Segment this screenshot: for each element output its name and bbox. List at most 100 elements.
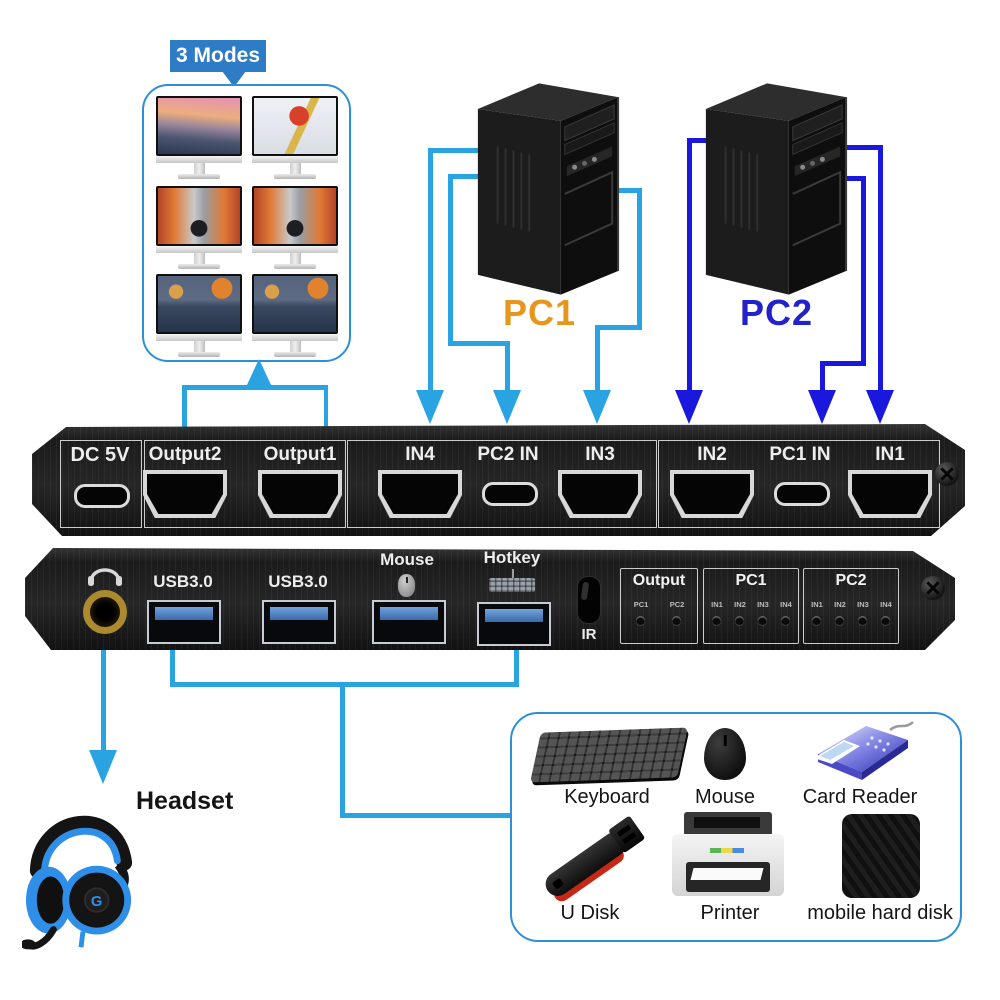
- svg-text:G: G: [91, 894, 102, 910]
- monitor-snowboarder: [252, 96, 338, 179]
- headset-label: Headset: [136, 787, 234, 815]
- cable-pc2-f-v2: [820, 361, 825, 392]
- card-reader-label: Card Reader: [802, 786, 918, 808]
- usb-bracket-stem: [340, 682, 345, 817]
- led-indicator: [758, 616, 767, 625]
- rear-screw-icon: [935, 462, 959, 486]
- led-group-pc2-title: PC2: [835, 572, 867, 589]
- in4-hdmi-port: [378, 470, 462, 518]
- cable-jack-to-headset: [101, 650, 106, 752]
- output1-label: Output1: [263, 444, 337, 465]
- cable-pc1-a-v: [428, 148, 433, 392]
- cable-pc1-b-v2: [505, 341, 510, 393]
- ir-receiver: [577, 576, 601, 624]
- usb3-label-1: USB3.0: [153, 572, 213, 591]
- pc2-label: PC2: [740, 292, 814, 333]
- pc1-tower: [477, 83, 620, 295]
- rear-section-dc: [60, 440, 142, 528]
- keyboard-icon: [489, 578, 535, 592]
- led-indicator: [781, 616, 790, 625]
- cable-pc2-e-h: [838, 145, 883, 150]
- pc2in-usbc-port: [482, 482, 538, 506]
- outputs-bracket-horizontal: [182, 385, 328, 390]
- led-indicator: [835, 616, 844, 625]
- in3-hdmi-port: [558, 470, 642, 518]
- led-label: PC2: [669, 600, 685, 609]
- printer-label: Printer: [700, 902, 760, 924]
- in1-label: IN1: [875, 444, 905, 465]
- led-indicator: [672, 616, 681, 625]
- dc5v-usbc-port: [74, 484, 130, 508]
- in3-label: IN3: [585, 444, 615, 465]
- monitor-screen: [252, 274, 338, 334]
- cable-pc1-to-in4-arrow-icon: [416, 390, 444, 424]
- mouse-usb-port: [372, 600, 446, 644]
- led-label: IN3: [757, 600, 769, 609]
- monitor-screen: [252, 186, 338, 246]
- in4-label: IN4: [405, 444, 435, 465]
- output2-label: Output2: [148, 444, 222, 465]
- in2-label: IN2: [697, 444, 727, 465]
- mobile-hard-disk-label: mobile hard disk: [807, 902, 953, 924]
- monitor-screen: [156, 186, 242, 246]
- outputs-bracket-right: [323, 385, 328, 428]
- monitor-screen: [252, 96, 338, 156]
- mouse-label: Mouse: [694, 786, 756, 808]
- led-indicator: [881, 616, 890, 625]
- rear-section-in34: [347, 440, 657, 528]
- cable-pc1-b-v1: [448, 174, 453, 346]
- led-label: IN4: [780, 600, 792, 609]
- usb3-port-2: [262, 600, 336, 644]
- led-label: IN3: [857, 600, 869, 609]
- led-group-output-title: Output: [632, 572, 686, 589]
- accessories-box: Keyboard Mouse Card Reader: [510, 712, 962, 942]
- led-label: IN1: [811, 600, 823, 609]
- led-indicator: [812, 616, 821, 625]
- cable-pc2-f-h1: [836, 176, 866, 181]
- outputs-bracket-left: [182, 385, 187, 428]
- hotkey-usb-port: [477, 602, 551, 646]
- led-group-pc1: PC1 IN1 IN2 IN3 IN4: [703, 568, 799, 644]
- pc1in-usbc-port: [774, 482, 830, 506]
- cable-pc1-c-v2: [595, 325, 600, 392]
- usb-bracket-to-box: [340, 813, 512, 818]
- led-indicator: [636, 616, 645, 625]
- pc2in-label: PC2 IN: [477, 444, 539, 465]
- pc1-label: PC1: [503, 292, 577, 333]
- usb-bracket-right: [514, 650, 519, 686]
- jack-to-headset-arrow-icon: [89, 750, 117, 784]
- mouse-image: [704, 728, 746, 780]
- cable-pc1-to-in3-arrow-icon: [583, 390, 611, 424]
- cable-pc1-a-h: [428, 148, 490, 153]
- output2-hdmi-port: [143, 470, 227, 518]
- led-group-output: Output PC1 PC2: [620, 568, 698, 644]
- dc5v-label: DC 5V: [70, 444, 130, 466]
- pc2-tower: [705, 83, 848, 295]
- cable-pc2-d-v: [687, 138, 692, 392]
- led-indicator: [735, 616, 744, 625]
- keyboard-image: [530, 727, 688, 783]
- output1-hdmi-port: [258, 470, 342, 518]
- cable-pc2-d-h: [687, 138, 717, 143]
- led-group-pc2: PC2 IN1 IN2 IN3 IN4: [803, 568, 899, 644]
- usb-bracket-left: [170, 650, 175, 686]
- headset-image: G: [22, 815, 133, 950]
- cable-pc1-b-h1: [448, 174, 492, 179]
- monitor-screen: [156, 274, 242, 334]
- pc1in-label: PC1 IN: [769, 444, 831, 465]
- monitor-lake-right: [252, 274, 338, 357]
- cable-pc2-to-pc1in-arrow-icon: [808, 390, 836, 424]
- led-label: IN1: [711, 600, 723, 609]
- ir-label: IR: [581, 626, 597, 643]
- udisk-image: [540, 815, 651, 907]
- led-label: IN4: [880, 600, 892, 609]
- cable-pc2-to-in2-arrow-icon: [675, 390, 703, 424]
- cable-pc2-f-v1: [861, 176, 866, 366]
- cable-pc2-e-v: [878, 145, 883, 392]
- switch-rear-panel: DC 5V Output2 Output1 IN4 PC2 IN IN3 IN2…: [32, 424, 965, 536]
- mouse-icon: [398, 574, 415, 597]
- headphone-icon: [85, 558, 125, 588]
- usb3-port-1: [147, 600, 221, 644]
- in2-hdmi-port: [670, 470, 754, 518]
